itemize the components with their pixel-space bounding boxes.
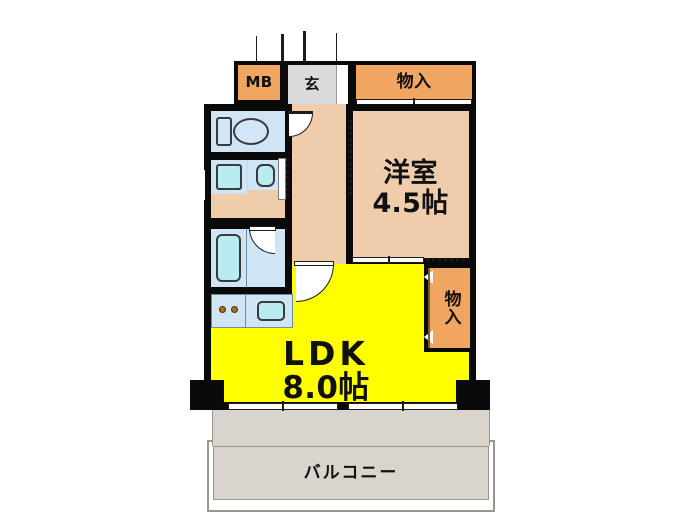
bathtub-fixture-overlay <box>216 234 241 282</box>
closet-top-room <box>356 65 472 100</box>
entrance-label: 玄 <box>304 75 320 93</box>
balcony-top-edge <box>213 410 489 446</box>
bathroom-inner-divider-overlay <box>246 229 247 287</box>
kitchen-counter-divider-overlay <box>245 294 246 328</box>
washroom-partition-panel <box>278 158 286 200</box>
ldk-label: LDK 8.0帖 <box>226 330 426 410</box>
balcony-right-edge-line <box>489 410 490 446</box>
balcony-label: バルコニー <box>303 462 399 483</box>
entrance-step <box>336 65 348 104</box>
bedroom-bottom-partition-hatch <box>426 258 469 261</box>
washroom-sliding-partition <box>286 158 289 200</box>
window-left-wall-upper <box>203 170 205 200</box>
bathroom-door-leaf-overlay <box>249 226 276 231</box>
toilet-tank <box>216 117 232 146</box>
closet-mid-room <box>430 268 470 348</box>
toilet-bowl <box>233 118 269 145</box>
balcony-left-edge-line <box>212 410 213 446</box>
ldk-size: 8.0帖 <box>282 369 370 406</box>
wall-right-outer <box>469 104 476 409</box>
balcony-window-left-divider-overlay <box>282 401 284 411</box>
pillar-bottom-right-overlay <box>456 380 490 410</box>
closet-mid-label: 物入 <box>440 290 461 326</box>
pillar-bottom-left-overlay <box>190 380 224 410</box>
mb-door-swing-arc <box>256 36 282 62</box>
bedroom-name: 洋室 <box>383 157 438 189</box>
bedroom-floor <box>352 111 469 263</box>
closet-mid-door-track <box>428 268 430 348</box>
bedroom-label: 洋室 4.5帖 <box>352 140 469 236</box>
bedroom-hallway-sliding-partition <box>349 120 352 198</box>
stove-burner-right-overlay <box>231 306 238 313</box>
wall-top-right-segment <box>346 104 476 111</box>
ldk-name: LDK <box>283 333 369 373</box>
washbasin-fixture <box>256 164 275 187</box>
wall-bottom-overlay <box>204 402 476 410</box>
balcony-window-right-divider-overlay <box>402 401 404 411</box>
bedroom-size: 4.5帖 <box>372 187 449 219</box>
closet-top-door-divider <box>413 98 415 106</box>
bedroom-ldk-door-divider <box>388 256 390 264</box>
mb-label: MB <box>245 73 273 91</box>
balcony-floor <box>213 446 489 500</box>
kitchen-sink-overlay <box>257 301 285 321</box>
stove-burner-left-overlay <box>219 306 226 313</box>
washing-machine-space <box>216 164 242 190</box>
entrance-door-leaf <box>303 31 306 65</box>
mb-door-leaf <box>281 34 284 62</box>
toilet-door-leaf <box>288 111 313 114</box>
closet-top-label: 物入 <box>396 72 432 92</box>
ldk-entry-door-leaf <box>294 261 334 266</box>
mb-room <box>238 65 280 100</box>
